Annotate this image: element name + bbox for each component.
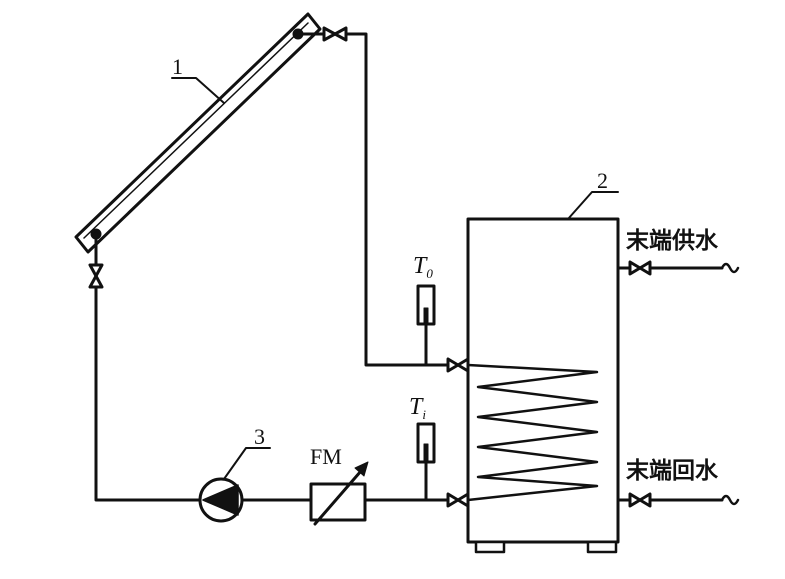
terminal-supply-pipe xyxy=(616,260,740,276)
solar-collector-panel xyxy=(74,12,322,254)
inlet-temp-subscript: i xyxy=(422,407,426,422)
flow-meter-label: FM xyxy=(310,444,342,469)
terminal-return-label: 末端回水 xyxy=(626,458,719,484)
callout-label-collector: 1 xyxy=(172,54,183,79)
heat-exchanger-coil xyxy=(466,363,599,502)
callout-leader-1 xyxy=(171,77,225,104)
inlet-temp-symbol: T xyxy=(409,394,424,420)
inlet-temperature-label: Ti xyxy=(409,394,426,422)
callout-label-pump: 3 xyxy=(254,424,265,449)
tank-inlet-valve-bottom xyxy=(446,492,470,508)
terminal-supply-label: 末端供水 xyxy=(626,227,719,254)
outlet-temp-subscript: 0 xyxy=(426,266,433,281)
outlet-temperature-label: T0 xyxy=(413,253,433,281)
callout-leader-2 xyxy=(567,191,619,220)
flow-meter xyxy=(309,461,369,526)
return-pipe xyxy=(94,232,202,502)
terminal-return-pipe xyxy=(616,492,740,508)
callout-label-tank: 2 xyxy=(597,168,608,193)
tank-inlet-valve-top xyxy=(446,357,470,373)
circulation-pump xyxy=(198,477,244,523)
outlet-temp-symbol: T xyxy=(413,253,428,279)
outlet-temperature-sensor xyxy=(416,284,436,367)
collector-outlet-valve xyxy=(322,26,348,42)
callout-leader-3 xyxy=(223,447,271,480)
inlet-temperature-sensor xyxy=(416,422,436,502)
collector-inlet-valve xyxy=(88,263,104,289)
storage-tank xyxy=(466,217,620,554)
